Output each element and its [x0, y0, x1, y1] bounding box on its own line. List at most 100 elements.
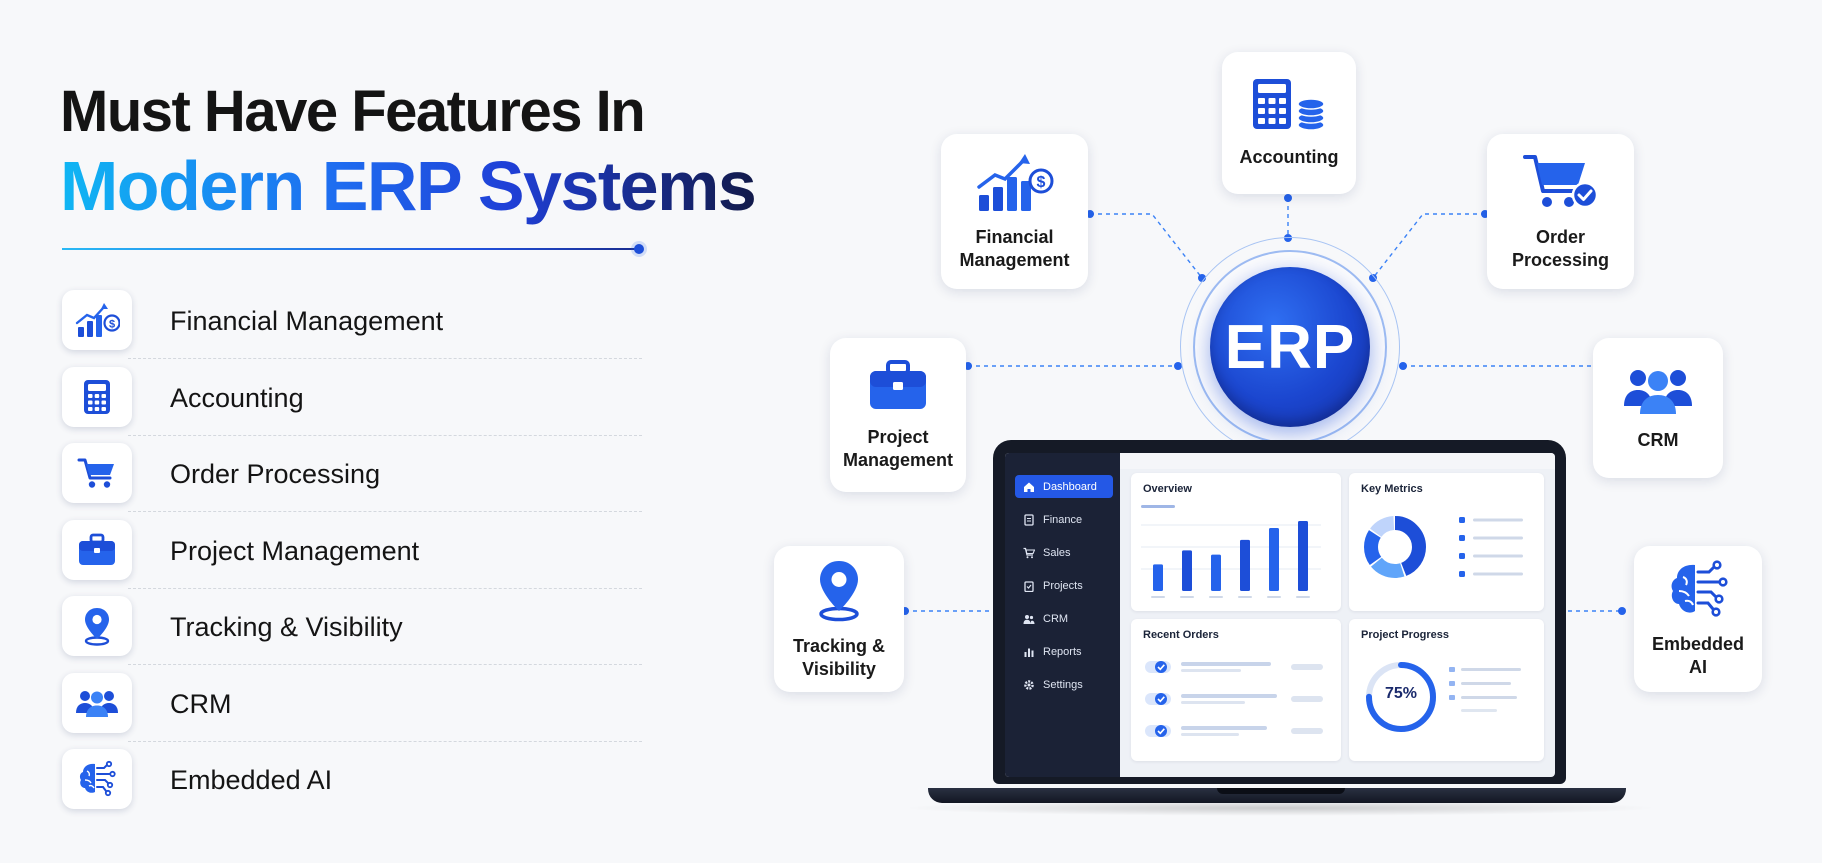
progress-percent-label: 75%: [1384, 685, 1418, 702]
erp-center-badge: ERP: [1210, 267, 1370, 427]
recent-orders-panel: Recent Orders: [1131, 619, 1341, 761]
dashboard-sidebar: Dashboard Finance Sales Projects CRM Rep…: [1005, 453, 1120, 777]
axis-label-line: [1141, 505, 1175, 508]
list-divider: [128, 664, 642, 665]
feature-label: Tracking & Visibility: [170, 612, 403, 642]
feature-label: Project Management: [170, 535, 420, 566]
laptop-notch: [1217, 788, 1345, 794]
node-embedded-ai: Embedded AI: [1634, 546, 1762, 692]
calculator-coins-icon: [1249, 77, 1329, 138]
legend-line: [1473, 554, 1523, 558]
sidebar-item-projects[interactable]: Projects: [1015, 574, 1113, 597]
svg-text:$: $: [1036, 174, 1045, 191]
feature-label: CRM: [170, 688, 232, 719]
legend-swatch: [1459, 553, 1465, 559]
list-item: Order Processing: [62, 443, 642, 520]
overview-bar: [1240, 539, 1250, 591]
node-financial-management: $ Financial Management: [941, 134, 1088, 289]
feature-label: Order Processing: [170, 459, 381, 489]
users-icon: [1023, 613, 1035, 625]
node-crm: CRM: [1593, 338, 1723, 478]
title-line-2: Modern ERP Systems: [60, 147, 757, 225]
briefcase-icon: [867, 359, 929, 418]
legend-line: [1473, 572, 1523, 576]
tick-mark: [1209, 596, 1223, 598]
feature-list: $ Financial Management Accounting: [62, 290, 642, 826]
laptop-shadow: [900, 800, 1660, 816]
briefcase-icon: [62, 519, 132, 580]
title-underline: [62, 248, 640, 250]
node-order-label: Order Processing: [1511, 227, 1610, 270]
sidebar-item-sales[interactable]: Sales: [1015, 541, 1113, 564]
progress-fill: [1366, 662, 1436, 732]
list-item: Tracking & Visibility: [62, 596, 642, 673]
gear-icon: [1023, 679, 1035, 691]
key-metrics-panel: Key Metrics: [1349, 473, 1544, 611]
sidebar-item-dashboard[interactable]: Dashboard: [1015, 475, 1113, 498]
list-item: Embedded AI: [62, 749, 642, 826]
node-accounting-label: Accounting: [1239, 147, 1339, 167]
title-underline-dot: [634, 244, 644, 254]
list-item: CRM: [62, 672, 642, 750]
node-tracking-visibility: Tracking & Visibility: [774, 546, 904, 692]
document-icon: [1023, 513, 1035, 526]
overview-bar-chart: [1141, 505, 1321, 598]
list-divider: [128, 587, 642, 589]
overview-panel: Overview: [1131, 473, 1341, 611]
overview-bar: [1153, 564, 1163, 591]
overview-bar: [1298, 521, 1308, 591]
tick-mark: [1296, 596, 1310, 598]
sidebar-item-settings[interactable]: Settings: [1015, 673, 1113, 696]
sidebar-item-label: Projects: [1043, 579, 1083, 592]
node-ai-label: Embedded AI: [1651, 633, 1744, 677]
ai-brain-icon: [1665, 559, 1731, 625]
feature-label: Accounting: [170, 382, 304, 413]
legend-line: [1473, 518, 1523, 522]
sidebar-item-crm[interactable]: CRM: [1015, 607, 1113, 630]
legend-swatch: [1459, 535, 1465, 541]
sidebar-item-label: Reports: [1043, 645, 1082, 658]
people-icon: [62, 672, 132, 733]
sidebar-item-label: CRM: [1043, 612, 1069, 625]
recent-orders-title: Recent Orders: [1143, 629, 1219, 641]
list-divider: [128, 358, 642, 359]
list-divider: [128, 511, 642, 512]
key-metrics-title: Key Metrics: [1361, 483, 1423, 495]
sidebar-item-finance[interactable]: Finance: [1015, 508, 1113, 531]
node-accounting: Accounting: [1222, 52, 1356, 194]
feature-label: Embedded AI: [170, 765, 333, 795]
sidebar-item-label: Settings: [1043, 678, 1083, 691]
bar-chart-icon: [1023, 646, 1035, 658]
ai-brain-icon: [62, 749, 132, 809]
shopping-cart-icon: [62, 443, 132, 503]
screen-topbar: [1120, 453, 1555, 469]
node-crm-label: CRM: [1637, 430, 1679, 450]
clipboard-icon: [1023, 580, 1035, 592]
legend-line: [1473, 536, 1523, 540]
node-tracking-label: Tracking & Visibility: [792, 635, 886, 679]
laptop-base: [928, 788, 1626, 803]
overview-title: Overview: [1143, 483, 1192, 495]
list-item: $ Financial Management: [62, 290, 642, 367]
people-icon: [1622, 364, 1694, 421]
project-progress-title: Project Progress: [1361, 629, 1450, 641]
overview-bar: [1182, 550, 1192, 591]
node-order-processing: Order Processing: [1487, 134, 1634, 289]
location-pin-icon: [813, 558, 865, 627]
financial-chart-icon: $: [62, 290, 132, 350]
project-progress-ring: [1366, 662, 1436, 732]
tick-mark: [1238, 596, 1252, 598]
list-divider: [128, 434, 642, 436]
key-metrics-donut: [1364, 516, 1523, 578]
progress-legend: [1449, 667, 1521, 712]
list-divider: [128, 740, 642, 742]
tick-mark: [1151, 596, 1165, 598]
donut-slice: [1364, 516, 1426, 578]
location-pin-icon: [62, 596, 132, 656]
sidebar-item-label: Finance: [1043, 513, 1083, 526]
sidebar-item-reports[interactable]: Reports: [1015, 640, 1113, 663]
feature-label: Financial Management: [170, 306, 444, 336]
laptop-screen: Dashboard Finance Sales Projects CRM Rep…: [1005, 453, 1555, 777]
shopping-cart-check-icon: [1521, 151, 1601, 218]
